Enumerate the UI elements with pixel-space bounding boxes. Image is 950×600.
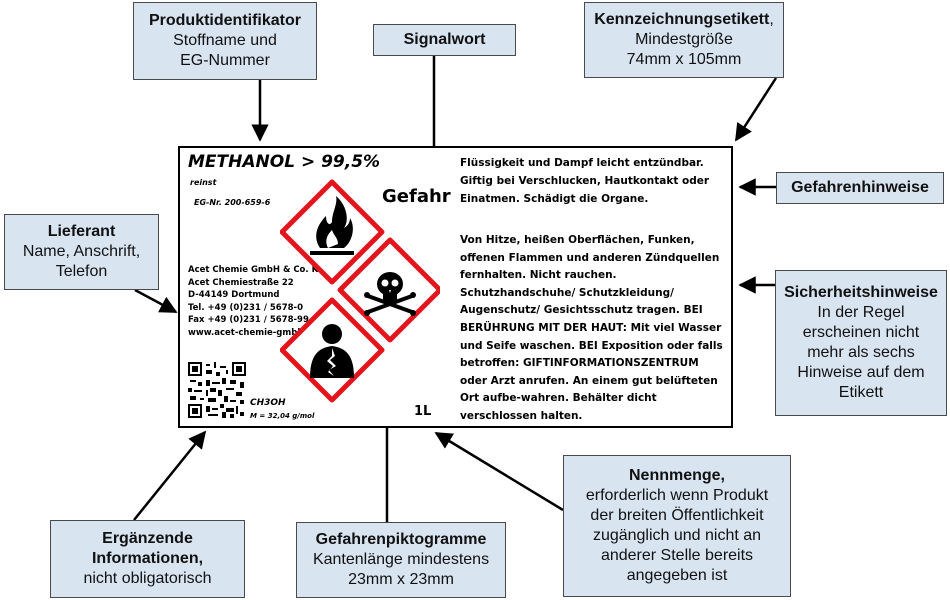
- callout-line: der breiten Öffentlichkeit: [590, 507, 764, 524]
- callout-line: Stoffname und: [173, 32, 277, 49]
- ghs-pictograms: [280, 179, 440, 403]
- callout-line: Etikett: [838, 384, 884, 401]
- callout-piktogramme: Gefahrenpiktogramme Kantenlänge mindeste…: [296, 522, 506, 598]
- callout-line: anderer Stelle bereits: [600, 547, 754, 564]
- chemical-label: METHANOL > 99,5% reinst EG-Nr. 200-659-6…: [178, 146, 733, 428]
- callout-line: angegeben ist: [626, 567, 728, 584]
- arrow-lieferant: [134, 288, 178, 314]
- arrow-ergaenzende: [133, 430, 207, 521]
- molar-mass: M = 32,04 g/mol: [250, 412, 315, 420]
- callout-sicherheitshinweise: Sicherheitshinweise In der Regel erschei…: [775, 270, 947, 416]
- callout-gefahrenhinweise: Gefahrenhinweise: [776, 172, 944, 204]
- callout-title: Nennmenge,: [628, 467, 725, 484]
- callout-title: Produktidentifikator: [148, 12, 301, 29]
- callout-line: Hinweise auf dem: [797, 364, 925, 381]
- nominal-quantity: 1L: [414, 404, 432, 419]
- callout-line: nicht obligatorisch: [83, 570, 212, 587]
- callout-title: Signalwort: [403, 31, 486, 48]
- arrow-kennzeichnung: [734, 77, 778, 142]
- callout-line: 74mm x 105mm: [626, 51, 742, 68]
- callout-title: Lieferant: [47, 223, 116, 240]
- callout-title: Kennzeichnungsetikett: [594, 11, 770, 28]
- callout-produktidentifikator: Produktidentifikator Stoffname und EG-Nu…: [133, 2, 317, 80]
- callout-line: zugänglich und nicht an: [592, 527, 762, 544]
- flame-pictogram: [280, 179, 385, 285]
- signal-word: Gefahr: [382, 186, 451, 207]
- hazard-statements: Flüssigkeit und Dampf leicht entzündbar.…: [460, 157, 710, 205]
- callout-kennzeichnung: Kennzeichnungsetikett, Mindestgröße 74mm…: [584, 2, 784, 78]
- arrow-nennmenge: [434, 431, 564, 512]
- callout-line: 23mm x 23mm: [348, 571, 454, 588]
- product-name: METHANOL > 99,5%: [188, 152, 381, 172]
- callout-line: Name, Anschrift,: [22, 243, 141, 260]
- ec-number: EG-Nr. 200-659-6: [194, 198, 271, 207]
- callout-line: Mindestgröße: [635, 31, 733, 48]
- callout-lieferant: Lieferant Name, Anschrift, Telefon: [4, 214, 159, 290]
- callout-signalwort: Signalwort: [373, 24, 516, 56]
- callout-line: erscheinen nicht: [802, 324, 920, 341]
- callout-line: In der Regel: [817, 304, 905, 321]
- molecular-formula: CH3OH: [250, 398, 286, 408]
- callout-title: Gefahrenhinweise: [791, 179, 929, 196]
- health-hazard-pictogram: [280, 297, 385, 403]
- callout-line: EG-Nummer: [180, 52, 270, 69]
- callout-nennmenge: Nennmenge, erforderlich wenn Produkt der…: [563, 455, 791, 597]
- callout-line: Kantenlänge mindestens: [312, 551, 490, 568]
- callout-title-suffix: ,: [769, 11, 774, 28]
- callout-line: Telefon: [55, 263, 108, 280]
- callout-line: mehr als sechs: [807, 344, 915, 361]
- callout-title: Ergänzende: [102, 530, 193, 547]
- callout-ergaenzende: Ergänzende Informationen, nicht obligato…: [50, 520, 245, 598]
- precautionary-statements: Von Hitze, heißen Oberflächen, Funken, o…: [460, 234, 723, 422]
- callout-line: erforderlich wenn Produkt: [585, 487, 769, 504]
- callout-title: Informationen,: [91, 550, 204, 567]
- skull-crossbones-pictogram: [337, 237, 440, 343]
- callout-title: Gefahrenpiktogramme: [315, 531, 487, 548]
- product-grade: reinst: [190, 178, 217, 187]
- qr-code-icon: [188, 362, 246, 418]
- callout-title: Sicherheitshinweise: [784, 284, 938, 301]
